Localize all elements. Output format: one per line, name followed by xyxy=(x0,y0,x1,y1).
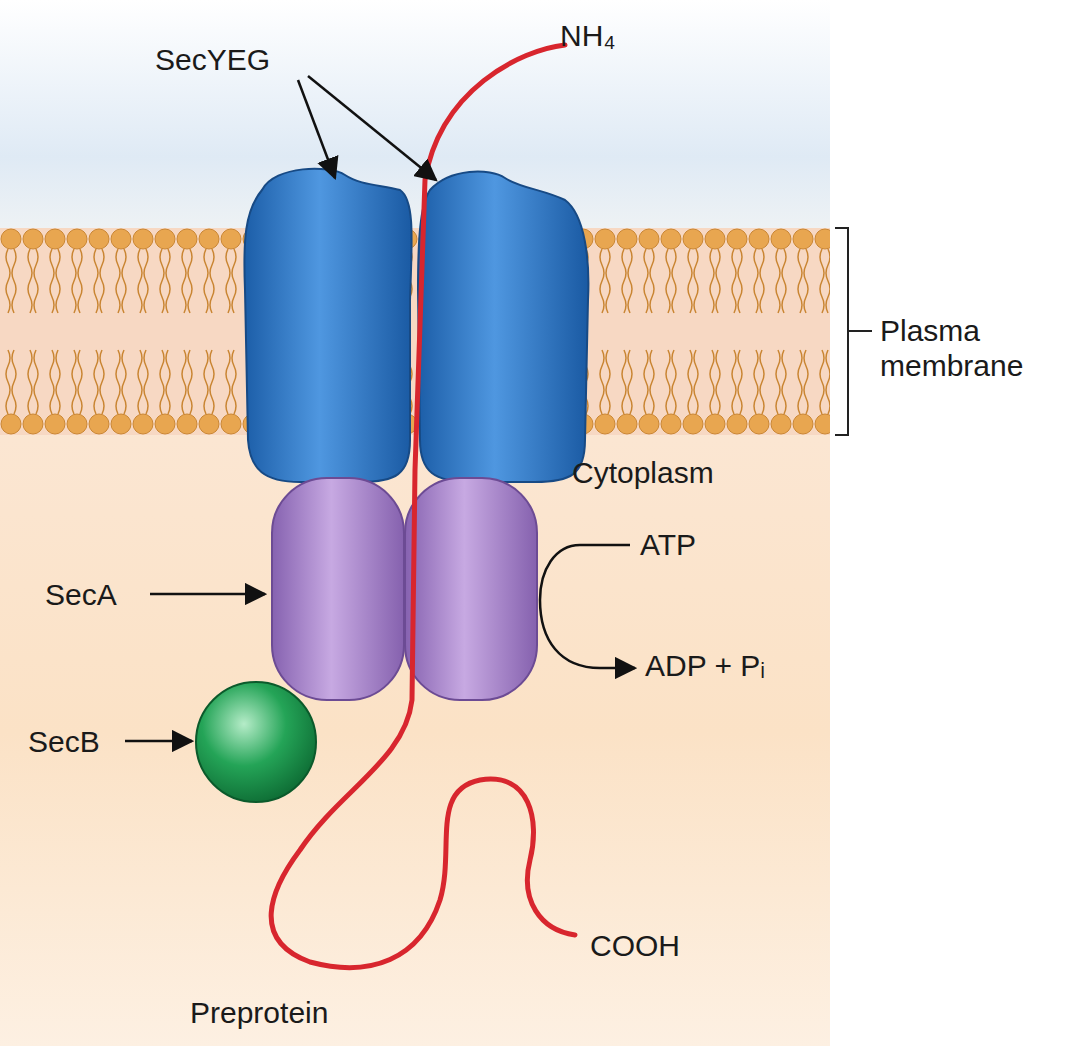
leader-arrow xyxy=(125,740,192,743)
lipid-leaflet xyxy=(0,228,830,333)
reaction-arrow xyxy=(540,545,635,668)
background xyxy=(0,0,830,1046)
leader-arrow xyxy=(308,76,436,180)
leader-arrow xyxy=(150,593,265,596)
protein-label: SecA xyxy=(45,577,117,612)
region-label: Cytoplasm xyxy=(572,455,714,490)
molecule-label: ATP xyxy=(640,527,696,562)
chain-label: Preprotein xyxy=(190,995,328,1030)
secyeg-subunit xyxy=(244,169,411,482)
secyeg-subunit xyxy=(418,172,588,482)
molecule-label: ADP + Pᵢ xyxy=(645,648,765,683)
seca-subunit xyxy=(405,478,537,700)
protein-label: SecB xyxy=(28,724,100,759)
polypeptide-chain xyxy=(271,45,575,968)
terminus-label: COOH xyxy=(590,928,680,963)
membrane-bracket xyxy=(835,228,872,435)
protein-label: SecYEG xyxy=(155,42,270,77)
region-label: Plasma membrane xyxy=(880,313,1065,383)
terminus-label: NH₄ xyxy=(560,18,616,53)
secb-protein xyxy=(196,682,316,802)
seca-subunit xyxy=(272,478,404,700)
